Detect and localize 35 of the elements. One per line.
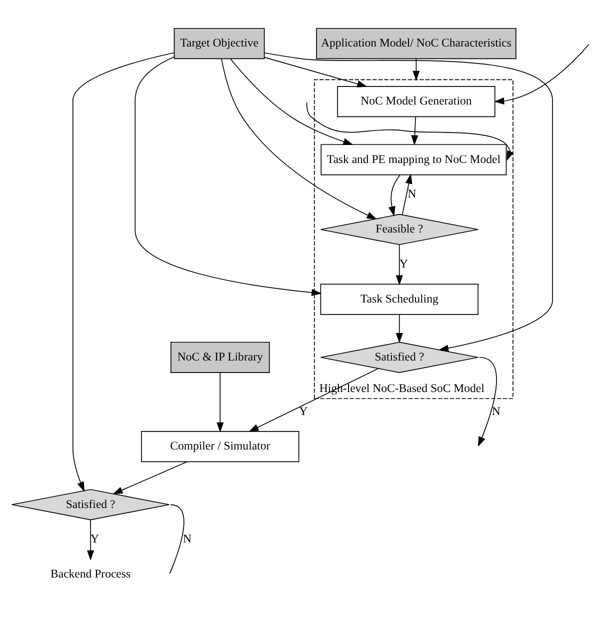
connector: [169, 504, 184, 574]
arrow: [402, 174, 412, 216]
arrow: [248, 368, 379, 432]
arrow: [87, 520, 94, 560]
node-text: Backend Process: [50, 568, 131, 581]
arrow: [412, 58, 420, 81]
arrow: [264, 56, 368, 88]
node-box: NoC & IP Library: [170, 342, 270, 373]
arrow: [72, 52, 175, 492]
arrow: [411, 116, 418, 146]
node-box: Task Scheduling: [320, 284, 478, 315]
arrow: [221, 58, 377, 220]
arrow: [216, 372, 224, 433]
edge-label: Y: [299, 404, 308, 418]
arrow: [306, 102, 514, 161]
edge-label: N: [408, 188, 416, 201]
arrow: [396, 244, 403, 286]
arrow: [112, 461, 188, 494]
node-diamond: Satisfied ?: [11, 489, 170, 520]
edge-label: N: [492, 404, 500, 418]
node-diamond: Feasible ?: [320, 214, 478, 246]
node-box: Target Objective: [174, 28, 265, 60]
arrow: [230, 58, 354, 146]
node-box: Compiler / Simulator: [141, 431, 300, 462]
arrow: [478, 356, 497, 447]
node-box: NoC Model Generation: [337, 86, 496, 118]
node-box: Application Model/ NoC Characteristics: [316, 28, 516, 60]
arrow: [264, 52, 553, 352]
node-box: Task and PE mapping to NoC Model: [320, 144, 507, 176]
arrow: [396, 314, 403, 344]
arrow: [494, 44, 590, 105]
arrow: [388, 174, 400, 217]
node-diamond: Satisfied ?: [320, 342, 478, 373]
edge-label: N: [183, 532, 192, 546]
arrow: [134, 56, 322, 296]
